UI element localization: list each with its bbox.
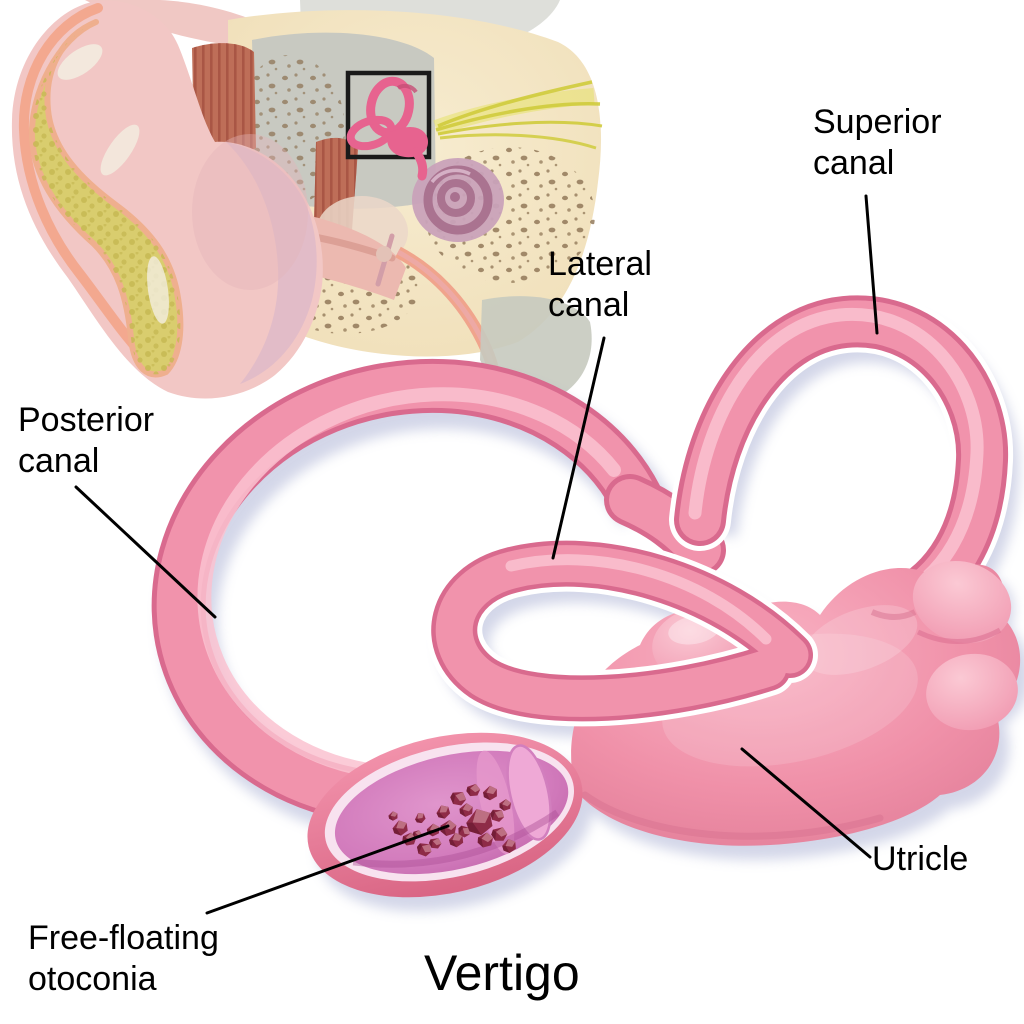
- label-posterior-canal: Posterior canal: [18, 400, 154, 482]
- posterior-canal-tube: [151, 358, 663, 822]
- leader-superior-canal: [864, 194, 879, 335]
- cochlea: [412, 158, 504, 242]
- helix-skin-outline: [18, 3, 145, 357]
- label-posterior-canal-line1: Posterior: [18, 401, 155, 439]
- label-lateral-canal-line1: Lateral: [548, 245, 652, 283]
- inset-mini-labyrinth: [346, 76, 428, 181]
- leader-lines: [74, 194, 879, 915]
- label-superior-canal-line2: canal: [813, 143, 895, 182]
- label-posterior-canal-line2: canal: [18, 441, 100, 480]
- label-free-floating-otoconia: Free-floating otoconia: [28, 918, 219, 1000]
- saccule-knobs: [870, 560, 1018, 731]
- label-utricle-line1: Utricle: [872, 840, 969, 878]
- label-otoconia-line1: Free-floating: [28, 919, 219, 957]
- leader-utricle: [740, 747, 872, 859]
- superior-canal-tube: [669, 290, 1014, 638]
- ossicle: [376, 246, 392, 262]
- label-lateral-canal: Lateral canal: [548, 244, 652, 326]
- ear-location-inset: [11, 0, 603, 399]
- leader-lateral-canal: [551, 336, 606, 560]
- cupula: [506, 744, 552, 841]
- leader-posterior-canal: [74, 485, 217, 619]
- inner-ear-highlight-box: [345, 70, 432, 160]
- leader-otoconia: [205, 824, 450, 915]
- concha-shadow: [192, 134, 308, 290]
- cupula-soft: [476, 750, 515, 855]
- lateral-canal-tube: [426, 535, 818, 727]
- label-superior-canal-line1: Superior: [813, 103, 942, 141]
- label-lateral-canal-line2: canal: [548, 285, 630, 324]
- ear-cartilage: [28, 19, 184, 378]
- ampulla-cross-section: [307, 732, 583, 898]
- label-otoconia-line2: otoconia: [28, 959, 157, 998]
- pinna-shading: [226, 142, 317, 384]
- figure-title: Vertigo: [424, 945, 580, 1001]
- pinna: [11, 0, 323, 399]
- auditory-nerve: [433, 80, 603, 150]
- label-utricle: Utricle: [872, 839, 968, 880]
- label-superior-canal: Superior canal: [813, 102, 942, 184]
